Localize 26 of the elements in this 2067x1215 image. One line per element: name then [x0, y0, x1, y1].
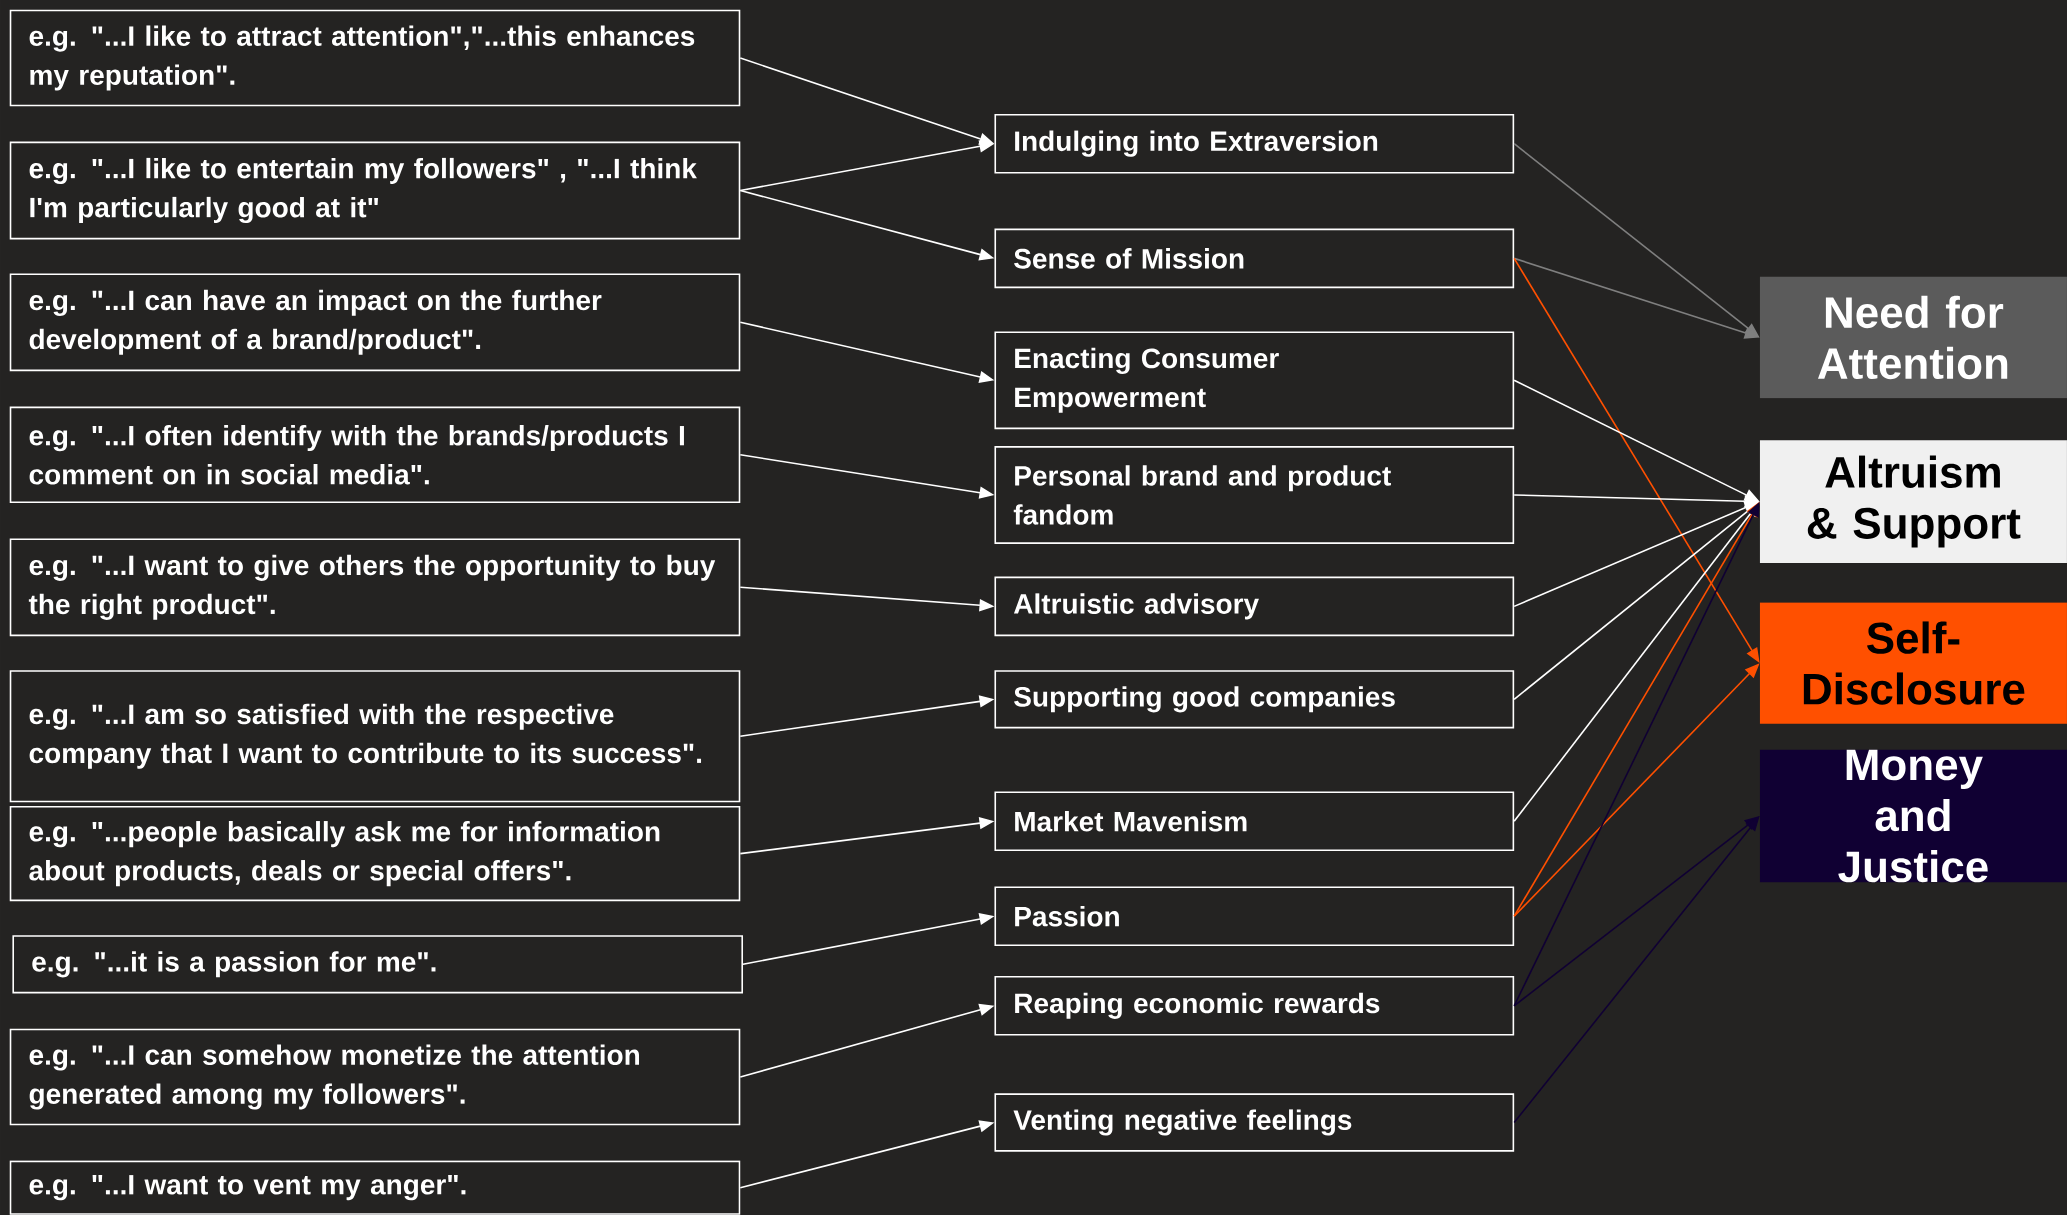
category-box: Altruism & Support [1759, 440, 2067, 563]
motive-box: Personal brand and product fandom [994, 446, 1515, 544]
category-box: Self-Disclosure [1759, 602, 2067, 724]
quote-box: e.g. "...I want to give others the opportunity to buy the right product". [9, 538, 741, 637]
motive-box: Passion [994, 886, 1515, 946]
quote-box: e.g. "...I can have an impact on the further development of a brand/product". [9, 273, 741, 372]
quote-box: e.g. "...I like to entertain my followers" , "...I think I'm particularly good at it" [9, 141, 741, 240]
arrow [1513, 816, 1760, 1124]
quote-box: e.g. "...I can somehow monetize the attention generated among my followers". [9, 1028, 741, 1126]
motive-box: Reaping economic rewards [994, 976, 1515, 1036]
motive-box: Supporting good companies [994, 670, 1515, 729]
quote-box: e.g. "...I want to vent my anger". [9, 1160, 741, 1215]
motive-box: Indulging into Extraversion [994, 113, 1515, 174]
motive-box: Altruistic advisory [994, 576, 1515, 637]
quote-box: e.g. "...people basically ask me for information about products, deals or special offers". [9, 806, 741, 902]
motive-box: Sense of Mission [994, 228, 1515, 289]
quote-box: e.g. "...it is a passion for me". [12, 935, 743, 994]
quote-box: e.g. "...I like to attract attention","...this enhances my reputation". [9, 9, 741, 107]
quote-box: e.g. "...I often identify with the brands/products I comment on in social media". [9, 406, 741, 504]
category-box: Need for Attention [1759, 276, 2067, 399]
motive-box: Market Mavenism [994, 791, 1515, 852]
arrow [1513, 257, 1760, 663]
category-box: Money and Justice [1759, 749, 2067, 883]
motive-box: Venting negative feelings [994, 1093, 1515, 1152]
motive-box: Enacting Consumer Empowerment [994, 331, 1515, 430]
quote-box: e.g. "...I am so satisfied with the respective company that I want to contribute to its success". [9, 670, 741, 803]
